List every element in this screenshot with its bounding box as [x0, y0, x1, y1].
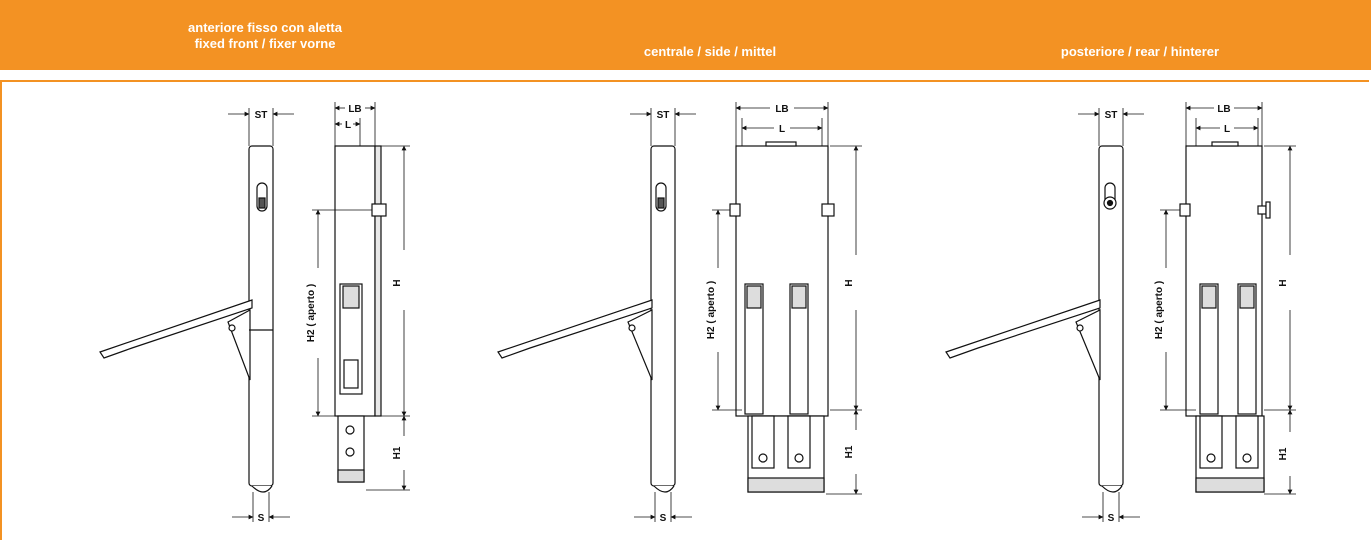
dim-l-3: L	[1224, 124, 1230, 135]
front-view-2	[729, 141, 835, 493]
dim-h1-3: H1	[1278, 447, 1289, 460]
header-col-front-line1: anteriore fisso con aletta	[188, 20, 342, 35]
header-col-front-line2: fixed front / fixer vorne	[194, 36, 336, 51]
dim-lb-2: LB	[775, 104, 788, 115]
dim-h2-2: H2 ( aperto )	[706, 281, 717, 339]
view-rear: ST S LB	[945, 102, 1296, 524]
side-view-3	[945, 145, 1124, 493]
header-col-rear-line2: posteriore / rear / hinterer	[1060, 44, 1220, 59]
drawing-panel	[0, 80, 1369, 540]
header-col-rear: posteriore / rear / hinterer	[990, 44, 1290, 60]
header-col-front: anteriore fisso con aletta fixed front /…	[140, 20, 390, 52]
dim-h-1: H	[392, 279, 403, 286]
front-view-3	[1179, 141, 1271, 493]
side-view-1	[99, 145, 274, 493]
dim-h-3: H	[1278, 279, 1289, 286]
dim-h1-2: H1	[844, 445, 855, 458]
dim-h1-1: H1	[392, 446, 403, 459]
view-side-center: ST S LB L	[497, 102, 862, 524]
dim-s-1: S	[258, 513, 265, 524]
header-bar: anteriore fisso con aletta fixed front /…	[0, 0, 1371, 70]
dim-st-3: ST	[1105, 110, 1118, 121]
dim-l-1: L	[345, 120, 351, 131]
side-view-2	[497, 145, 676, 493]
dim-s-3: S	[1108, 513, 1115, 524]
dim-l-2: L	[779, 124, 785, 135]
view-front-fixed: ST S	[99, 102, 410, 524]
dim-st-1: ST	[255, 110, 268, 121]
dim-st-2: ST	[657, 110, 670, 121]
dim-lb-1: LB	[348, 104, 361, 115]
header-col-side-line2: centrale / side / mittel	[643, 44, 777, 59]
dim-lb-3: LB	[1217, 104, 1230, 115]
front-view-1	[334, 145, 387, 483]
dim-h2-1: H2 ( aperto )	[306, 284, 317, 342]
dim-s-2: S	[660, 513, 667, 524]
dim-h-2: H	[844, 279, 855, 286]
dim-h2-3: H2 ( aperto )	[1154, 281, 1165, 339]
header-col-side: centrale / side / mittel	[560, 44, 860, 60]
